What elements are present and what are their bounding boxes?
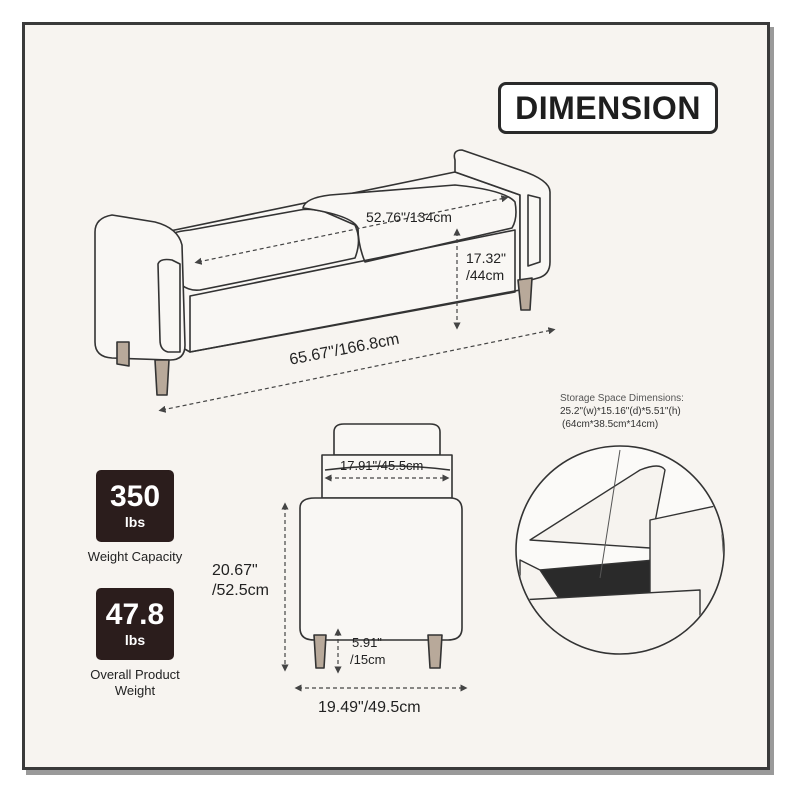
product-weight-unit: lbs bbox=[124, 632, 146, 648]
weight-capacity-badge: 350 lbs bbox=[96, 470, 174, 542]
leg-height-cm-label: /15cm bbox=[350, 652, 386, 667]
leg-height-in-label: 5.91" bbox=[352, 635, 382, 650]
storage-detail-view bbox=[515, 445, 725, 655]
overall-height-in-label: 20.67" bbox=[212, 562, 258, 579]
product-weight-caption-line2: Weight bbox=[114, 683, 156, 698]
dimension-arrows-front bbox=[281, 474, 468, 692]
product-weight-caption-line1: Overall Product bbox=[90, 667, 180, 682]
page-title: DIMENSION bbox=[515, 89, 701, 126]
weight-capacity-unit: lbs bbox=[124, 514, 146, 530]
weight-capacity-value: 350 bbox=[109, 480, 161, 513]
storage-heading: Storage Space Dimensions: bbox=[560, 393, 684, 404]
product-weight-value: 47.8 bbox=[105, 598, 165, 631]
overall-height-cm-label: /52.5cm bbox=[212, 582, 269, 599]
product-weight-badge: 47.8 lbs bbox=[96, 588, 174, 660]
seat-length-label: 52.76"/134cm bbox=[366, 209, 452, 225]
seat-depth-label: 17.91"/45.5cm bbox=[340, 458, 424, 473]
seat-height-cm-label: /44cm bbox=[466, 267, 505, 283]
title-box: DIMENSION bbox=[498, 82, 718, 134]
storage-inches: 25.2"(w)*15.16"(d)*5.51"(h) bbox=[560, 406, 681, 417]
dimension-arrows-top bbox=[158, 195, 556, 413]
overall-width-label: 19.49"/49.5cm bbox=[318, 699, 421, 716]
storage-cm: (64cm*38.5cm*14cm) bbox=[562, 419, 659, 430]
weight-capacity-caption: Weight Capacity bbox=[87, 549, 183, 564]
seat-height-in-label: 17.32" bbox=[466, 250, 507, 266]
